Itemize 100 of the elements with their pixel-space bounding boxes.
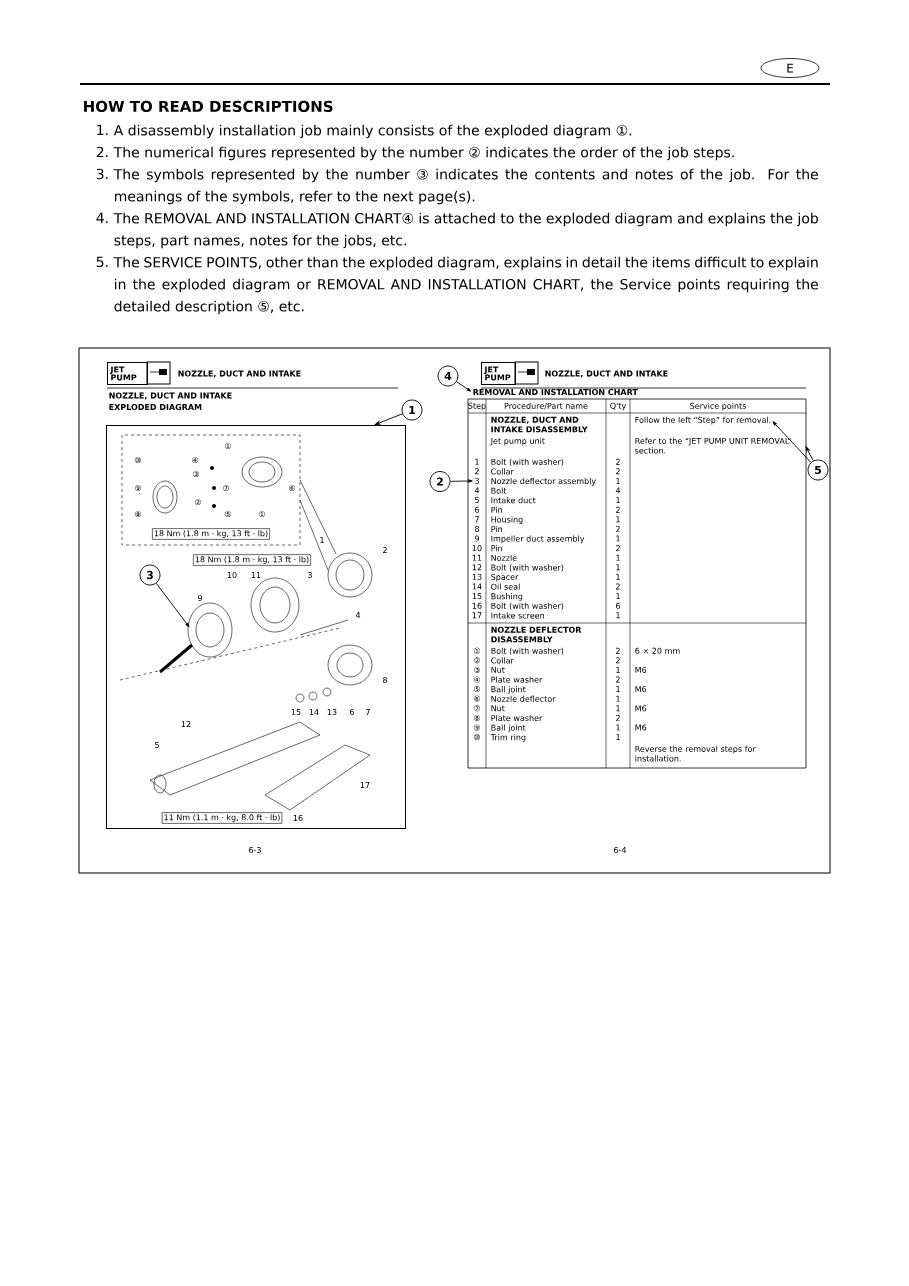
list-number: 1. (97, 124, 108, 135)
table-cell: Nut (491, 705, 505, 712)
torque-box: 11 Nm (1.1 m · kg, 8.0 ft · lb) (161, 812, 283, 824)
table-cell: Oil seal (491, 583, 520, 590)
table-cell: 9 (474, 535, 479, 542)
table-cell: Trim ring (490, 734, 526, 742)
part-number: 16 (293, 815, 303, 822)
table-cell: ② (474, 657, 480, 664)
part-number: 17 (360, 782, 370, 788)
table-cell: 2 (475, 468, 479, 475)
table-cell: 2 (616, 468, 620, 475)
section-subtitle: EXPLODED DIAGRAM (109, 404, 202, 411)
table-cell: 2 (616, 525, 620, 532)
table-cell: Plate washer (491, 676, 543, 683)
table-cell: Bolt (491, 487, 507, 494)
table-cell: 2 (616, 458, 620, 465)
table-cell: 4 (474, 487, 480, 494)
list-number: 3. (96, 168, 108, 180)
table-cell: 2 (616, 506, 620, 513)
table-cell: ⑧ (474, 714, 480, 721)
table-cell: 7 (475, 516, 479, 523)
part-number: 5 (155, 742, 159, 748)
part-number: 10 (227, 572, 237, 579)
list-number: 4. (96, 212, 108, 223)
table-cell: Nozzle deflector assembly (491, 477, 596, 486)
part-number: 1 (320, 537, 324, 543)
table-cell: Impeller duct assembly (491, 535, 585, 544)
list-item: The SERVICE POINTS, other than the exploded diagram, explains in detail the items difficult to explain in the exploded diagram or REMOVAL AND INSTALLATION CHART, the Service points requiring the detailed description ⑤, etc. (113, 256, 818, 315)
table-cell: Nozzle (491, 554, 517, 561)
table-cell: M6 (635, 705, 647, 712)
callout-number: ⑩ (135, 457, 141, 463)
table-cell: Reverse the removal steps for installation. (635, 745, 756, 762)
callout-number: ⑧ (135, 511, 141, 517)
list-item: The symbols represented by the number ③ indicates the contents and notes of the job. For the meanings of the symbols, refer to the next page(s). (113, 168, 818, 205)
table-cell: M6 (635, 686, 647, 693)
table-cell: 11 (472, 554, 482, 561)
table-cell: 1 (616, 564, 620, 571)
table-cell: ⑩ (474, 734, 480, 741)
table-cell: 1 (616, 497, 620, 503)
table-cell: 4 (615, 487, 621, 494)
callout-number: ① (225, 443, 231, 449)
table-cell: ⑦ (474, 705, 480, 712)
table-cell: Intake duct (491, 497, 536, 504)
table-cell: 2 (616, 583, 620, 590)
table-cell: 2 (616, 545, 620, 552)
table-cell: 6 (616, 602, 621, 609)
part-number: 14 (309, 709, 319, 715)
table-cell: Jet pump unit (490, 437, 545, 446)
table-cell: Pin (491, 506, 502, 513)
arrow (155, 582, 190, 628)
table-cell: 1 (616, 593, 620, 599)
table-cell: 2 (616, 647, 620, 654)
table-cell: 13 (472, 573, 482, 580)
table-cell: Bolt (with washer) (491, 458, 564, 466)
table-header: Service points (690, 402, 746, 411)
part-number: 9 (197, 595, 202, 602)
table-cell: 8 (475, 525, 479, 532)
list-item: A disassembly installation job mainly consists of the exploded diagram ①. (113, 124, 632, 139)
table-cell: 1 (616, 724, 620, 731)
table-cell: 1 (616, 695, 620, 702)
list-number: 2. (96, 146, 108, 158)
heading: HOW TO READ DESCRIPTIONS (84, 100, 333, 113)
page-header: NOZZLE, DUCT AND INTAKE (178, 370, 301, 378)
section-tab: JET PUMP (481, 362, 516, 385)
table-cell: 15 (472, 593, 482, 600)
table-cell: Housing (491, 516, 523, 525)
table-cell: ① (474, 647, 480, 654)
part-number: 6 (350, 709, 355, 716)
section-badge: E (760, 58, 820, 78)
table-cell: 6 (475, 506, 480, 513)
table-cell: Bolt (with washer) (491, 564, 564, 572)
table-cell: 1 (475, 458, 479, 465)
table-header: Step (468, 402, 486, 411)
section-tab: JET PUMP (107, 362, 148, 385)
table-cell: 1 (616, 554, 620, 561)
table-cell: Pin (491, 525, 502, 532)
arrow (456, 381, 472, 392)
table-cell: 1 (616, 535, 620, 542)
part-number: 7 (366, 709, 370, 715)
part-number: 4 (355, 612, 361, 618)
table-cell: 2 (616, 676, 620, 683)
table-cell: 17 (472, 612, 482, 619)
table-header: Procedure/Part name (504, 402, 588, 410)
table-cell: ③ (474, 666, 480, 673)
table-cell: Pin (491, 545, 502, 552)
table-cell: ⑥ (474, 695, 480, 702)
table-cell: ⑤ (474, 686, 480, 693)
part-number: 13 (327, 709, 337, 716)
page-header: NOZZLE, DUCT AND INTAKE (545, 370, 668, 378)
table-cell: Nozzle deflector (491, 695, 556, 702)
table-cell: Bolt (with washer) (491, 647, 564, 655)
list-number: 5. (96, 256, 108, 268)
page-number: 6-3 (249, 847, 261, 854)
part-number: 2 (383, 547, 387, 553)
table-cell: 10 (472, 545, 482, 552)
part-number: 8 (383, 677, 387, 684)
callout-number: ① (259, 511, 265, 517)
table-cell: 1 (616, 516, 620, 523)
table-cell: NOZZLE, DUCT AND INTAKE DISASSEMBLY (491, 416, 588, 433)
callout-number: ⑤ (225, 511, 231, 517)
